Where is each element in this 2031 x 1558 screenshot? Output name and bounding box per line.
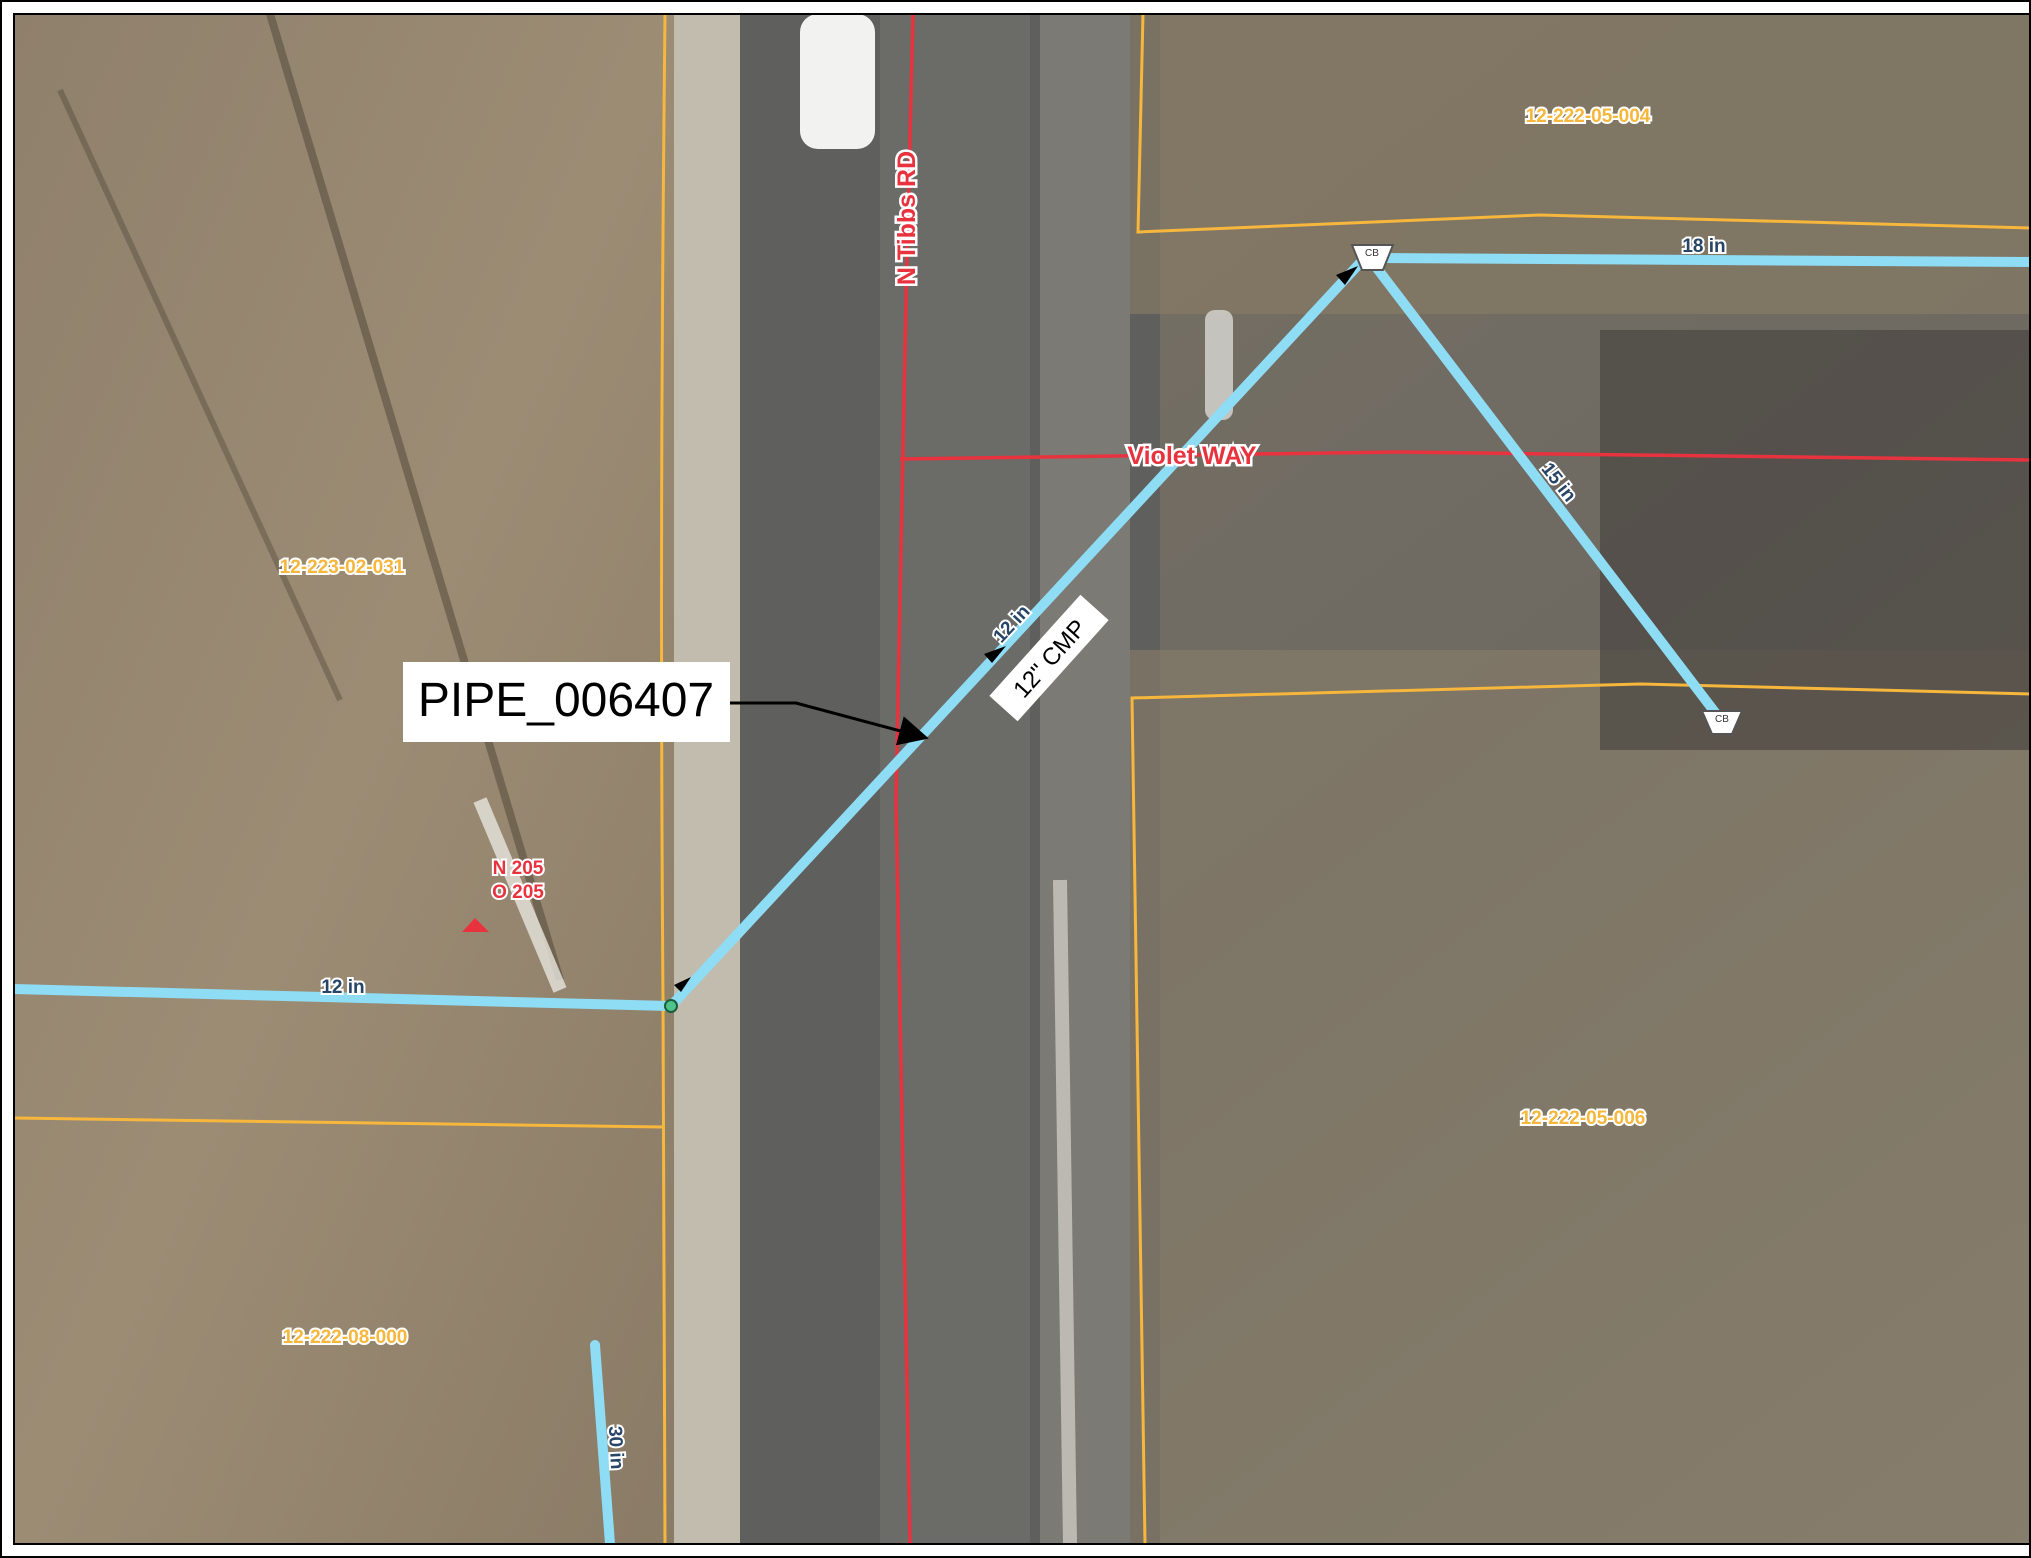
callout-leader (730, 701, 929, 746)
road-line-n-tibbs (894, 14, 915, 1544)
pipe-junction-node[interactable] (664, 999, 678, 1013)
road-label-violet: Violet WAY (1127, 442, 1257, 470)
parcel-boundaries (14, 14, 2031, 1544)
pipe-label-18in: 18 in (1682, 236, 1725, 257)
survey-point-label-n: N 205 (493, 858, 544, 879)
road-centerlines (894, 14, 2031, 1544)
pipe-30in[interactable] (590, 1340, 615, 1544)
map-border (13, 13, 2031, 1545)
road-label-n-tibbs: N Tibbs RD (893, 151, 921, 285)
storm-pipes (14, 253, 2031, 1544)
parcel-label-05-004: 12-222-05-004 (1526, 106, 1651, 127)
pipe-callout: PIPE_006407 (403, 662, 929, 746)
catch-basin-2[interactable]: CB (1700, 710, 1744, 735)
pipe-18in[interactable] (1373, 253, 2031, 267)
catch-basin-icon (1700, 710, 1744, 735)
pipe-label-12in-west: 12 in (321, 977, 364, 998)
red-triangle-icon (462, 918, 489, 932)
pipe-label-30in: 30 in (604, 1426, 627, 1470)
aerial-imagery (14, 14, 2031, 1544)
pipe-006407[interactable] (666, 258, 1365, 1011)
pipe-15in[interactable] (1368, 258, 1722, 720)
callout-box (403, 662, 730, 742)
catch-basin-icon (1350, 244, 1395, 271)
catch-basin-label: CB (1365, 248, 1379, 259)
road-line-violet (899, 450, 2031, 462)
catch-basin-1[interactable]: CB (1350, 244, 1395, 271)
flow-arrow-icon (984, 646, 1006, 663)
flow-arrow-icon (674, 977, 691, 992)
parcel-label-08-000: 12-222-08-000 (283, 1327, 408, 1348)
parcel-label-05-006: 12-222-05-006 (1521, 1108, 1646, 1129)
parcel-label-02-031: 12-223-02-031 (280, 557, 405, 578)
survey-point-label-o: O 205 (492, 882, 544, 903)
pipe-12in-west[interactable] (14, 984, 674, 1011)
flow-arrows (674, 266, 1358, 992)
catch-basin-label: CB (1715, 714, 1729, 725)
flow-arrow-icon (1336, 266, 1358, 285)
callout-text: PIPE_006407 (418, 674, 714, 727)
survey-point[interactable]: N 205 O 205 (462, 856, 546, 932)
